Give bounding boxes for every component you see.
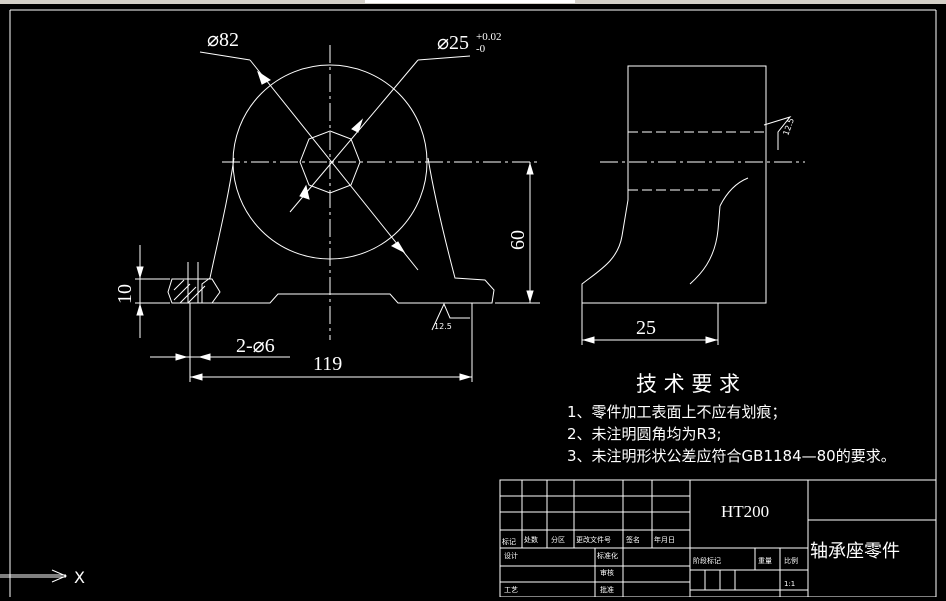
ucs-x-label: X [74,568,85,587]
left-label-1: 设计 [504,551,518,560]
bore-leader [289,59,419,213]
left-label-4: 工艺 [504,586,518,594]
dim-base-thickness: 10 [114,284,136,304]
front-view [167,51,495,304]
center-lines [222,45,805,340]
tech-requirement-2: 2、未注明圆角均为R3; [567,425,722,443]
mid-label-1: 阶段标记 [693,556,721,565]
scale-label: 1:1 [784,580,795,588]
dim-length: 119 [313,353,342,375]
side-view [581,65,792,345]
tech-requirements-heading: 技 术 要 求 [636,372,740,396]
side-outline [581,65,767,304]
left-label-3: 审核 [600,568,614,577]
dim-height: 60 [507,230,529,250]
row-label-2: 处数 [524,535,538,544]
tech-requirement-1: 1、零件加工表面上不应有划痕； [567,403,787,421]
dim-outer-diameter: ⌀82 [207,29,239,51]
roughness-front-value: 12.5 [434,322,452,331]
title-block [499,479,937,598]
row-label-5: 签名 [626,535,640,544]
title-bar-fragment [365,0,575,3]
dim-holes: 2-⌀6 [236,335,275,357]
row-label-6: 年月日 [654,535,675,544]
outer-dia-leader [249,59,419,271]
hole-section [167,278,221,304]
roughness-side-value: 12.5 [781,117,796,137]
row-label-3: 分区 [551,535,565,544]
tech-requirement-3: 3、未注明形状公差应符合GB1184—80的要求。 [567,447,896,465]
material-label: HT200 [721,502,769,521]
mid-label-2: 重量 [758,557,772,565]
body-outline [201,157,495,304]
ucs-icon [0,569,68,583]
front-dimensions [135,162,540,382]
left-label-5: 批准 [600,585,614,594]
part-name-label: 轴承座零件 [810,541,900,562]
dim-bore-tol-upper: +0.02 [476,31,501,43]
left-label-2: 标准化 [597,551,618,560]
dim-bore-diameter: ⌀25 [437,32,469,54]
dim-width: 25 [636,317,656,339]
dim-bore-tol-lower: -0 [476,43,486,55]
row-label-4: 更改文件号 [576,535,611,544]
mid-label-3: 比例 [784,556,798,565]
row-label-1: 标记 [502,537,516,546]
